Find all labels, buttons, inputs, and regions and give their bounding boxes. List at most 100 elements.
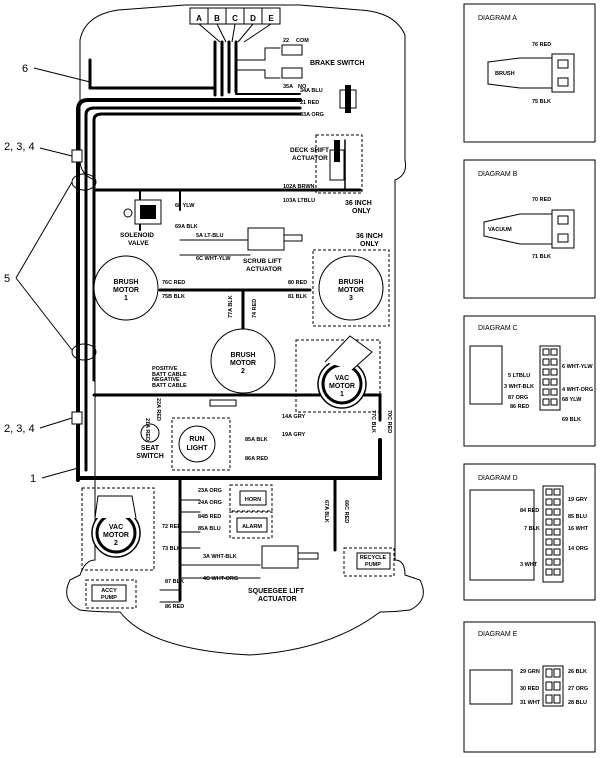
svg-text:81 BLK: 81 BLK	[288, 294, 307, 300]
svg-text:4C WHT-ORG: 4C WHT-ORG	[203, 576, 238, 582]
svg-text:14 ORG: 14 ORG	[568, 546, 588, 552]
svg-text:69 BLK: 69 BLK	[562, 417, 581, 423]
svg-text:6C WHT-YLW: 6C WHT-YLW	[196, 256, 231, 262]
svg-text:86A RED: 86A RED	[245, 456, 268, 462]
svg-text:22: 22	[283, 38, 289, 44]
svg-text:SQUEEGEE LIFT: SQUEEGEE LIFT	[248, 588, 305, 595]
horn-label: HORN	[245, 497, 261, 503]
svg-text:86 RED: 86 RED	[165, 604, 184, 610]
svg-text:30 RED: 30 RED	[520, 686, 539, 692]
svg-text:71 BLK: 71 BLK	[532, 254, 551, 260]
svg-text:RECYCLE: RECYCLE	[360, 555, 387, 561]
svg-text:BRUSH: BRUSH	[231, 352, 256, 359]
svg-text:29 GRN: 29 GRN	[520, 669, 540, 675]
svg-text:LIGHT: LIGHT	[187, 445, 209, 452]
svg-text:VACUUM: VACUUM	[488, 227, 512, 233]
svg-text:36 INCH: 36 INCH	[345, 200, 372, 207]
svg-text:26 BLK: 26 BLK	[568, 669, 587, 675]
svg-text:PUMP: PUMP	[101, 595, 117, 601]
svg-text:3 WHT-BLK: 3 WHT-BLK	[504, 384, 534, 390]
svg-text:ACTUATOR: ACTUATOR	[246, 266, 282, 273]
svg-text:5A LT-BLU: 5A LT-BLU	[196, 233, 224, 239]
svg-text:80 RED: 80 RED	[288, 280, 307, 286]
svg-text:2, 3, 4: 2, 3, 4	[4, 423, 35, 435]
svg-text:MOTOR: MOTOR	[230, 360, 256, 367]
diagram-b-title: DIAGRAM B	[478, 171, 518, 178]
svg-text:74 RED: 74 RED	[252, 299, 258, 318]
svg-text:BRUSH: BRUSH	[114, 279, 139, 286]
svg-text:103A LTBLU: 103A LTBLU	[283, 198, 315, 204]
brush-motor-1: BRUSH MOTOR 1 76C RED 75B BLK	[93, 255, 185, 321]
brake-switch-label: BRAKE SWITCH	[310, 60, 364, 67]
svg-text:33A ORG: 33A ORG	[300, 112, 324, 118]
diagram-d-title: DIAGRAM D	[478, 475, 518, 482]
svg-text:6 WHT-YLW: 6 WHT-YLW	[562, 364, 593, 370]
svg-text:14A GRY: 14A GRY	[282, 414, 305, 420]
svg-text:19A GRY: 19A GRY	[282, 432, 305, 438]
seat-switch: 21A RED 22A RED SEAT SWITCH	[136, 398, 164, 460]
brush-motor-3: BRUSH MOTOR 3 80 RED 81 BLK 36 INCH ONLY	[288, 233, 390, 327]
svg-text:75 BLK: 75 BLK	[532, 99, 551, 105]
svg-text:72 RED: 72 RED	[162, 524, 181, 530]
svg-text:87 ORG: 87 ORG	[508, 395, 528, 401]
svg-text:22A RED: 22A RED	[155, 398, 161, 421]
svg-text:84 RED: 84 RED	[520, 508, 539, 514]
svg-text:SCRUB LIFT: SCRUB LIFT	[243, 258, 282, 265]
svg-text:BATT CABLE: BATT CABLE	[152, 383, 187, 389]
svg-text:84B RED: 84B RED	[198, 514, 221, 520]
letter-b: B	[214, 14, 220, 23]
recycle-pump: RECYCLE PUMP 67A BLK 66C RED	[323, 500, 395, 577]
brake-switch: 22 COM 35A NO BRAKE SWITCH	[281, 38, 364, 90]
svg-text:1: 1	[124, 295, 128, 302]
sensor-probe: 14A GRY 19A GRY	[209, 399, 305, 438]
svg-text:27 ORG: 27 ORG	[568, 686, 588, 692]
vac-motor-1: VAC MOTOR 1 77C BLK 70C RED	[295, 335, 392, 433]
svg-text:ONLY: ONLY	[352, 208, 371, 215]
svg-text:VAC: VAC	[109, 524, 123, 531]
diagram-c-title: DIAGRAM C	[478, 325, 518, 332]
svg-text:SOLENOID: SOLENOID	[120, 232, 154, 239]
scrub-lift-actuator: 5A LT-BLU 6C WHT-YLW SCRUB LIFT ACTUATOR	[196, 227, 303, 273]
svg-text:MOTOR: MOTOR	[338, 287, 364, 294]
main-harness	[76, 40, 382, 603]
svg-text:3 WHT: 3 WHT	[520, 562, 538, 568]
svg-text:70C RED: 70C RED	[386, 410, 392, 433]
svg-text:6: 6	[22, 63, 28, 75]
svg-text:5: 5	[4, 273, 10, 285]
svg-text:68 YLW: 68 YLW	[562, 397, 582, 403]
callouts: 6 2, 3, 4 5 2, 3, 4 1	[4, 63, 97, 485]
svg-text:77A BLK: 77A BLK	[228, 295, 234, 318]
svg-text:76C RED: 76C RED	[162, 280, 185, 286]
diagram-e-title: DIAGRAM E	[478, 631, 518, 638]
top-actuator: 34A BLU 21 RED 33A ORG	[300, 85, 357, 118]
svg-text:67A BLK: 67A BLK	[323, 500, 329, 523]
svg-text:19 GRY: 19 GRY	[568, 497, 588, 503]
diagram-a-panel: DIAGRAM A BRUSH 76 RED 75 BLK	[463, 3, 596, 143]
svg-text:NEGATIVE: NEGATIVE	[152, 377, 180, 383]
svg-text:70 RED: 70 RED	[532, 197, 551, 203]
svg-text:NO: NO	[298, 84, 307, 90]
deck-shift-actuator: DECK SHIFT ACTUATOR 102A BRWN 103A LTBLU…	[283, 134, 372, 215]
svg-text:34A BLU: 34A BLU	[300, 88, 323, 94]
diagram-b-panel: DIAGRAM B VACUUM 70 RED 71 BLK	[463, 159, 596, 299]
svg-text:MOTOR: MOTOR	[329, 383, 355, 390]
svg-text:COM: COM	[296, 38, 309, 44]
accy-pump: ACCY PUMP 87 BLK 86 RED	[85, 579, 184, 610]
connector-letter-boxes: A B C D E	[189, 7, 281, 43]
svg-text:MOTOR: MOTOR	[113, 287, 139, 294]
svg-text:PUMP: PUMP	[365, 562, 381, 568]
svg-text:75B BLK: 75B BLK	[162, 294, 185, 300]
svg-text:85 BLU: 85 BLU	[568, 514, 587, 520]
diagram-c-panel: DIAGRAM C 5 LTBLU 3 WHT-BLK 87 ORG 86 RE…	[463, 315, 596, 447]
battery-cables: POSITIVE BATT CABLE NEGATIVE BATT CABLE	[152, 366, 187, 389]
svg-text:ONLY: ONLY	[360, 241, 379, 248]
svg-text:3A WHT-BLK: 3A WHT-BLK	[203, 554, 237, 560]
svg-text:85A BLU: 85A BLU	[198, 526, 221, 532]
svg-text:69A BLK: 69A BLK	[175, 224, 198, 230]
svg-text:87 BLK: 87 BLK	[165, 579, 184, 585]
svg-text:DECK SHIFT: DECK SHIFT	[290, 147, 329, 154]
vac-motor-2: VAC MOTOR 2 72 RED 73 BLK	[81, 487, 181, 571]
svg-text:85A BLK: 85A BLK	[245, 437, 268, 443]
svg-text:21A RED: 21A RED	[144, 418, 150, 441]
